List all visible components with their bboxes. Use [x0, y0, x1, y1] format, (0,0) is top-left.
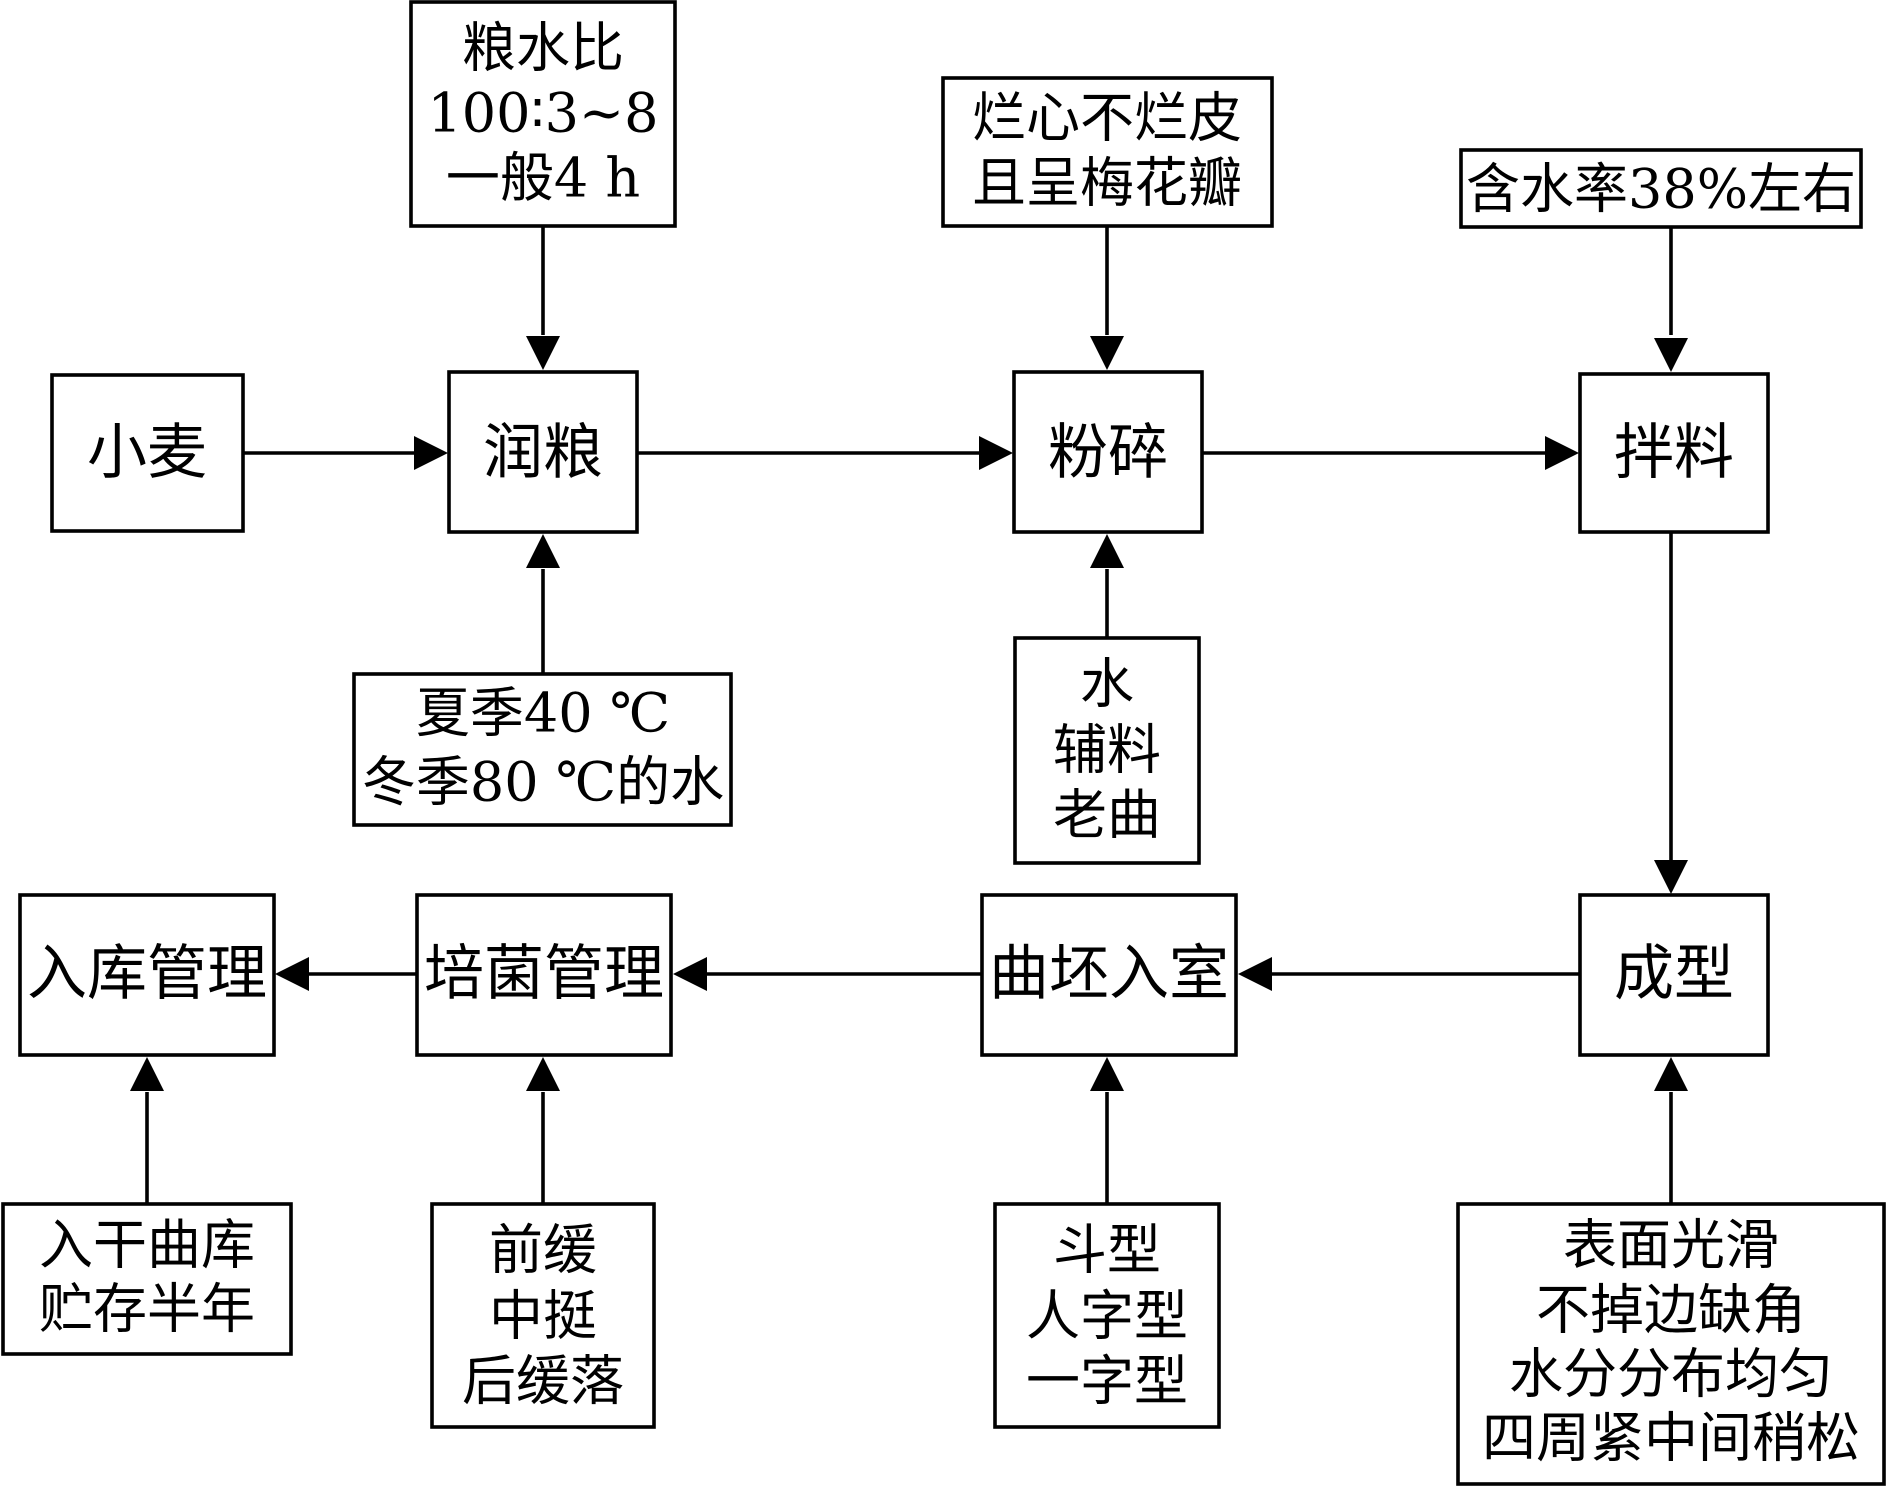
- note-line: 斗型: [1053, 1219, 1161, 1282]
- node-wheat: 小麦: [50, 373, 245, 533]
- arrowhead: [130, 1057, 164, 1091]
- note-line: 水分分布均匀: [1509, 1343, 1833, 1406]
- node-cultivation: 培菌管理: [415, 893, 673, 1057]
- note-line: 辅料: [1053, 719, 1161, 782]
- note-line: 粮水比: [462, 17, 624, 80]
- node-storage: 入库管理: [18, 893, 276, 1057]
- node-mixing: 拌料: [1578, 372, 1770, 534]
- note-water-temperature: 夏季40 ℃ 冬季80 ℃的水: [352, 672, 733, 827]
- arrowhead: [1238, 957, 1272, 991]
- node-label: 曲坯入室: [989, 939, 1229, 1009]
- node-label: 成型: [1614, 939, 1734, 1009]
- arrowhead: [414, 436, 448, 470]
- note-line: 烂心不烂皮: [972, 87, 1242, 150]
- node-label: 拌料: [1614, 418, 1734, 488]
- note-line: 表面光滑: [1563, 1214, 1779, 1277]
- connectors: [145, 227, 1673, 1203]
- note-line: 夏季40 ℃: [416, 682, 670, 745]
- note-line: 入干曲库: [39, 1214, 255, 1277]
- arrowhead: [1654, 338, 1688, 372]
- node-tempering: 润粮: [447, 370, 639, 534]
- arrowhead: [673, 957, 707, 991]
- note-temperature-profile: 前缓 中挺 后缓落: [430, 1202, 656, 1429]
- note-line: 水: [1080, 653, 1134, 716]
- process-nodes: 小麦 润粮 粉碎 拌料 成型 曲坯入室 培菌管理 入库管理: [18, 370, 1770, 1057]
- arrowhead: [1654, 1057, 1688, 1091]
- note-line: 四周紧中间稍松: [1482, 1407, 1860, 1470]
- note-line: 老曲: [1053, 784, 1161, 847]
- note-stacking-types: 斗型 人字型 一字型: [993, 1202, 1221, 1429]
- note-moisture-content: 含水率38%左右: [1459, 148, 1863, 229]
- note-line: 中挺: [489, 1285, 597, 1348]
- arrowheads: [130, 336, 1688, 1091]
- note-line: 贮存半年: [39, 1278, 255, 1341]
- note-crushing-inputs: 水 辅料 老曲: [1013, 636, 1201, 865]
- note-line: 冬季80 ℃的水: [362, 751, 724, 814]
- arrowhead: [526, 534, 560, 568]
- node-crushing: 粉碎: [1012, 370, 1204, 534]
- arrowhead: [1545, 436, 1579, 470]
- arrowhead: [1654, 860, 1688, 894]
- node-label: 小麦: [87, 418, 207, 488]
- note-line: 不掉边缺角: [1536, 1279, 1806, 1342]
- node-entering-room: 曲坯入室: [980, 893, 1238, 1057]
- arrowhead: [1090, 1057, 1124, 1091]
- arrowhead: [526, 336, 560, 370]
- note-line: 前缓: [489, 1219, 597, 1282]
- note-grain-water-ratio: 粮水比 100∶3~8 一般4 h: [409, 0, 677, 228]
- note-line: 一字型: [1026, 1350, 1188, 1413]
- note-line: 人字型: [1026, 1285, 1188, 1348]
- note-forming-standard: 表面光滑 不掉边缺角 水分分布均匀 四周紧中间稍松: [1456, 1202, 1886, 1486]
- arrowhead: [1090, 534, 1124, 568]
- note-line: 后缓落: [462, 1350, 624, 1413]
- node-label: 入库管理: [27, 939, 267, 1009]
- note-line: 一般4 h: [446, 147, 640, 210]
- arrowhead: [275, 957, 309, 991]
- note-crushing-standard: 烂心不烂皮 且呈梅花瓣: [941, 76, 1274, 228]
- note-line: 含水率38%左右: [1466, 158, 1856, 221]
- note-line: 100∶3~8: [427, 82, 658, 145]
- node-label: 润粮: [483, 418, 603, 488]
- note-line: 且呈梅花瓣: [972, 152, 1242, 215]
- arrowhead: [979, 436, 1013, 470]
- arrowhead: [526, 1057, 560, 1091]
- note-storage: 入干曲库 贮存半年: [1, 1202, 293, 1356]
- node-label: 粉碎: [1048, 418, 1168, 488]
- arrowhead: [1090, 336, 1124, 370]
- node-label: 培菌管理: [424, 939, 664, 1009]
- node-forming: 成型: [1578, 893, 1770, 1057]
